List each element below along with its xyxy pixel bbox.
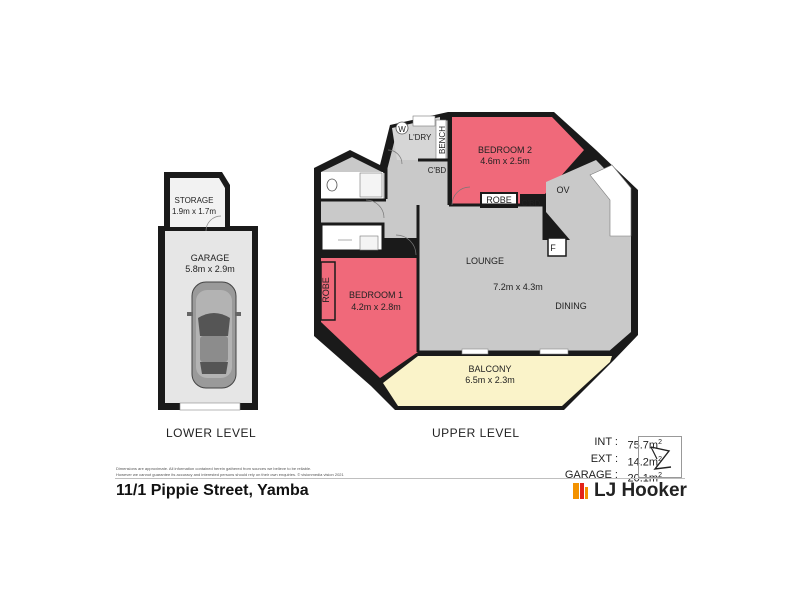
disclaimer: Dimensions are approximate. All informat… bbox=[116, 466, 416, 478]
disclaimer-line-2: However we cannot guarantee its accuracy… bbox=[116, 472, 344, 477]
lower-level-heading: LOWER LEVEL bbox=[166, 426, 257, 440]
laundry-tub-icon bbox=[412, 115, 436, 127]
car-icon bbox=[187, 281, 241, 389]
washer-icon bbox=[395, 121, 409, 135]
sliding-door-2 bbox=[539, 348, 569, 355]
north-arrow-icon bbox=[638, 436, 682, 478]
interior-floor bbox=[321, 120, 631, 352]
robe-1 bbox=[320, 261, 336, 321]
robe-1-label: ROBE bbox=[321, 277, 331, 303]
basin-icon bbox=[359, 235, 379, 251]
lower-level-plan: STORAGE 1.9m x 1.7m GARAGE 5.8m x 2.9m bbox=[158, 172, 258, 411]
storage-door-swing bbox=[205, 215, 222, 232]
fridge-space bbox=[547, 237, 567, 257]
external-area-row: EXT : 14.2m2 bbox=[560, 453, 662, 470]
kitchen-bench bbox=[589, 164, 632, 237]
footer-divider bbox=[115, 478, 685, 479]
internal-area-value: 75.7m2 bbox=[627, 439, 662, 452]
internal-area-label: INT : bbox=[594, 436, 618, 448]
balcony-label: BALCONY bbox=[468, 364, 511, 374]
cupboard-label-1: C'BD bbox=[428, 166, 447, 175]
storage-label: STORAGE bbox=[175, 196, 214, 205]
storage-size: 1.9m x 1.7m bbox=[172, 207, 216, 216]
door-swings bbox=[365, 149, 471, 256]
bedroom-1-floor bbox=[321, 258, 418, 378]
lounge-label: LOUNGE bbox=[466, 256, 504, 266]
sliding-door-1 bbox=[461, 348, 489, 355]
bedroom-2-size: 4.6m x 2.5m bbox=[480, 156, 530, 166]
balcony-floor bbox=[383, 356, 612, 406]
fridge-label: F bbox=[550, 243, 556, 253]
disclaimer-line-1: Dimensions are approximate. All informat… bbox=[116, 466, 312, 471]
garage-label: GARAGE bbox=[191, 253, 230, 263]
lj-hooker-mark-icon bbox=[573, 483, 588, 499]
laundry-label: L'DRY bbox=[409, 133, 432, 142]
oven-label: OV bbox=[556, 185, 569, 195]
upper-level-heading: UPPER LEVEL bbox=[432, 426, 520, 440]
internal-walls bbox=[321, 117, 614, 354]
bedroom-1-size: 4.2m x 2.8m bbox=[351, 302, 401, 312]
cupboard-label-2: C'BD bbox=[522, 199, 541, 208]
balcony-size: 6.5m x 2.3m bbox=[465, 375, 515, 385]
bedroom-2-label: BEDROOM 2 bbox=[478, 145, 532, 155]
toilet-icon bbox=[326, 178, 338, 192]
brand-logo: LJ Hooker bbox=[573, 480, 687, 502]
bench-label: BENCH bbox=[438, 126, 447, 154]
property-address: 11/1 Pippie Street, Yamba bbox=[116, 482, 309, 499]
brand-name: LJ Hooker bbox=[594, 480, 687, 501]
bedroom-1-label: BEDROOM 1 bbox=[349, 290, 403, 300]
robe-2-label: ROBE bbox=[486, 195, 512, 205]
lounge-dining-size: 7.2m x 4.3m bbox=[493, 282, 543, 292]
internal-area-row: INT : 75.7m2 bbox=[560, 436, 662, 453]
garage-size: 5.8m x 2.9m bbox=[185, 264, 235, 274]
external-area-label: EXT : bbox=[590, 452, 618, 465]
upper-level-plan: W L'DRY BENCH C'BD BEDROOM 2 4.6m x 2.5m… bbox=[314, 112, 638, 410]
storage-floor bbox=[170, 178, 225, 227]
washer-label: W bbox=[398, 125, 406, 134]
vanity-icon bbox=[359, 172, 383, 198]
dining-label: DINING bbox=[555, 301, 587, 311]
external-area-value: 14.2m2 bbox=[627, 455, 662, 469]
garage-door bbox=[179, 402, 241, 411]
